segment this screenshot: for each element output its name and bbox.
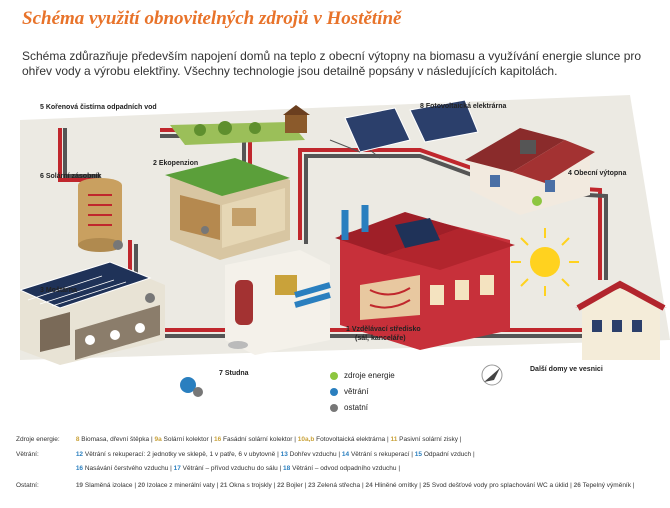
label-heating-plant: 4 Obecní výtopna xyxy=(568,170,627,177)
compass-icon xyxy=(481,364,503,386)
solar-tank xyxy=(78,178,123,252)
key-item: 16 Nasávání čerstvého vzduchu xyxy=(76,465,169,472)
key-number: 8 xyxy=(75,436,80,443)
key-number: 18 xyxy=(283,465,291,472)
key-item: 26 Tepelný výměník xyxy=(574,482,631,489)
key-number: 25 xyxy=(422,482,431,489)
footer-row-energy: Zdroje energie: 8 Biomasa, dřevní štěpka… xyxy=(16,436,462,443)
label-root-plant: 5 Kořenová čistírna odpadních vod xyxy=(40,104,157,111)
key-text: Bojler xyxy=(284,482,303,489)
key-item: 18 Větrání – odvod odpadního vzduchu xyxy=(283,465,396,472)
label-solar-tank: 6 Solární zásobník xyxy=(40,173,102,180)
key-item: 19 Slaměná izolace xyxy=(76,482,133,489)
label-education-centre: 1 Vzdělávací středisko xyxy=(346,326,421,333)
key-item: 21 Okna s trojskly xyxy=(220,482,272,489)
cider-house xyxy=(18,261,165,365)
legend-ventilation: větrání xyxy=(330,387,368,396)
legend-grey-dot xyxy=(330,403,338,412)
legend-blue-dot xyxy=(330,387,338,396)
key-item: 15 Odpadní vzduch xyxy=(415,451,471,458)
pv-power-plant xyxy=(329,99,479,159)
key-number: 20 xyxy=(137,482,146,489)
intro-text: Schéma zdůrazňuje především napojení dom… xyxy=(22,49,642,78)
page-title: Schéma využití obnovitelných zdrojů v Ho… xyxy=(22,8,402,29)
key-number: 16 xyxy=(75,465,84,472)
key-text: Dohřev vzduchu xyxy=(287,451,337,458)
key-text: Hliněné omítky xyxy=(372,482,418,489)
label-cider-house: 3 Moštárna xyxy=(40,287,77,294)
legend-energy-sources: zdroje energie xyxy=(330,371,395,380)
key-item: 8 Biomasa, dřevní štěpka xyxy=(76,436,149,443)
key-number: 19 xyxy=(75,482,84,489)
key-text: Slaměná izolace xyxy=(83,482,133,489)
ecopension xyxy=(165,158,290,260)
footer-row-other: Ostatní: 19 Slaměná izolace | 20 Izolace… xyxy=(16,482,635,489)
key-number: 16 xyxy=(214,436,222,443)
village-house xyxy=(575,280,667,360)
technical-room xyxy=(225,250,331,355)
other-items: 19 Slaměná izolace | 20 Izolace z minerá… xyxy=(75,482,635,489)
key-number: 24 xyxy=(365,482,373,489)
key-item: 14 Větrání s rekuperací xyxy=(342,451,410,458)
key-item: 23 Zelená střecha xyxy=(308,482,360,489)
label-village-houses: Další domy ve vesnici xyxy=(530,366,603,373)
key-text: Odpadní vzduch xyxy=(422,451,472,458)
key-text: Solární kolektor xyxy=(161,436,209,443)
key-item: 20 Izolace z minerální vaty xyxy=(138,482,215,489)
key-text: Větrání – přívod vzduchu do sálu xyxy=(180,465,278,472)
key-number: 14 xyxy=(341,451,350,458)
label-ecopension: 2 Ekopenzion xyxy=(153,160,199,167)
key-text: Zelená střecha xyxy=(315,482,361,489)
key-number: 17 xyxy=(173,465,181,472)
label-pv-plant: 8 Fotovoltaická elektrárna xyxy=(420,103,507,110)
footer-row-ventilation-1: Větrání: 12 Větrání s rekuperací: 2 jedn… xyxy=(16,451,475,458)
label-well: 7 Studna xyxy=(219,370,249,377)
key-item: 12 Větrání s rekuperací: 2 jednotky ve s… xyxy=(76,451,275,458)
key-item: 9a Solární kolektor xyxy=(154,436,208,443)
key-number: 26 xyxy=(573,482,581,489)
key-text: Tepelný výměník xyxy=(580,482,631,489)
key-item: 16 Fasádní solární kolektor xyxy=(214,436,292,443)
energy-items: 8 Biomasa, dřevní štěpka | 9a Solární ko… xyxy=(75,436,462,443)
key-number: 11 xyxy=(390,436,398,443)
key-text: Izolace z minerální vaty xyxy=(145,482,215,489)
key-text: Okna s trojskly xyxy=(227,482,272,489)
root-treatment-plant xyxy=(170,105,310,145)
key-text: Větrání – odvod odpadního vzduchu xyxy=(290,465,397,472)
key-number: 23 xyxy=(308,482,316,489)
key-item: 17 Větrání – přívod vzduchu do sálu xyxy=(174,465,278,472)
key-number: 15 xyxy=(414,451,423,458)
key-item: 22 Bojler xyxy=(277,482,303,489)
ventilation-items-1: 12 Větrání s rekuperací: 2 jednotky ve s… xyxy=(75,451,475,458)
key-number: 22 xyxy=(277,482,285,489)
key-text: Fasádní solární kolektor xyxy=(221,436,293,443)
key-number: 9a xyxy=(154,436,162,443)
key-text: Pasivní solární zisky xyxy=(397,436,459,443)
label-education-centre-sub: (sál, kanceláře) xyxy=(355,335,406,342)
key-item: 13 Dohřev vzduchu xyxy=(281,451,337,458)
village-illustration xyxy=(18,95,670,397)
heating-plant xyxy=(465,128,595,215)
key-item: 10a,b Fotovoltaická elektrárna xyxy=(298,436,385,443)
key-text: Nasávání čerstvého vzduchu xyxy=(83,465,169,472)
footer-row-ventilation-2: 16 Nasávání čerstvého vzduchu | 17 Větrá… xyxy=(16,463,400,474)
key-text: Fotovoltaická elektrárna xyxy=(314,436,386,443)
key-item: 25 Svod dešťové vody pro splachování WC … xyxy=(423,482,569,489)
key-number: 21 xyxy=(220,482,228,489)
key-text: Větrání s rekuperací: 2 jednotky ve skle… xyxy=(83,451,276,458)
key-item: 24 Hliněné omítky xyxy=(365,482,417,489)
key-text: Větrání s rekuperací xyxy=(349,451,410,458)
education-centre xyxy=(335,205,515,350)
legend-other: ostatní xyxy=(330,403,368,412)
key-number: 12 xyxy=(75,451,84,458)
key-text: Biomasa, dřevní štěpka xyxy=(79,436,150,443)
key-number: 13 xyxy=(280,451,288,458)
ventilation-items-2: 16 Nasávání čerstvého vzduchu | 17 Větrá… xyxy=(75,465,401,472)
key-text: Svod dešťové vody pro splachování WC a ú… xyxy=(430,482,569,489)
sun-icon xyxy=(511,228,579,296)
key-item: 11 Pasivní solární zisky xyxy=(390,436,458,443)
legend-green-dot xyxy=(330,371,338,380)
key-number: 10a,b xyxy=(297,436,315,443)
pump-icon xyxy=(180,377,203,397)
